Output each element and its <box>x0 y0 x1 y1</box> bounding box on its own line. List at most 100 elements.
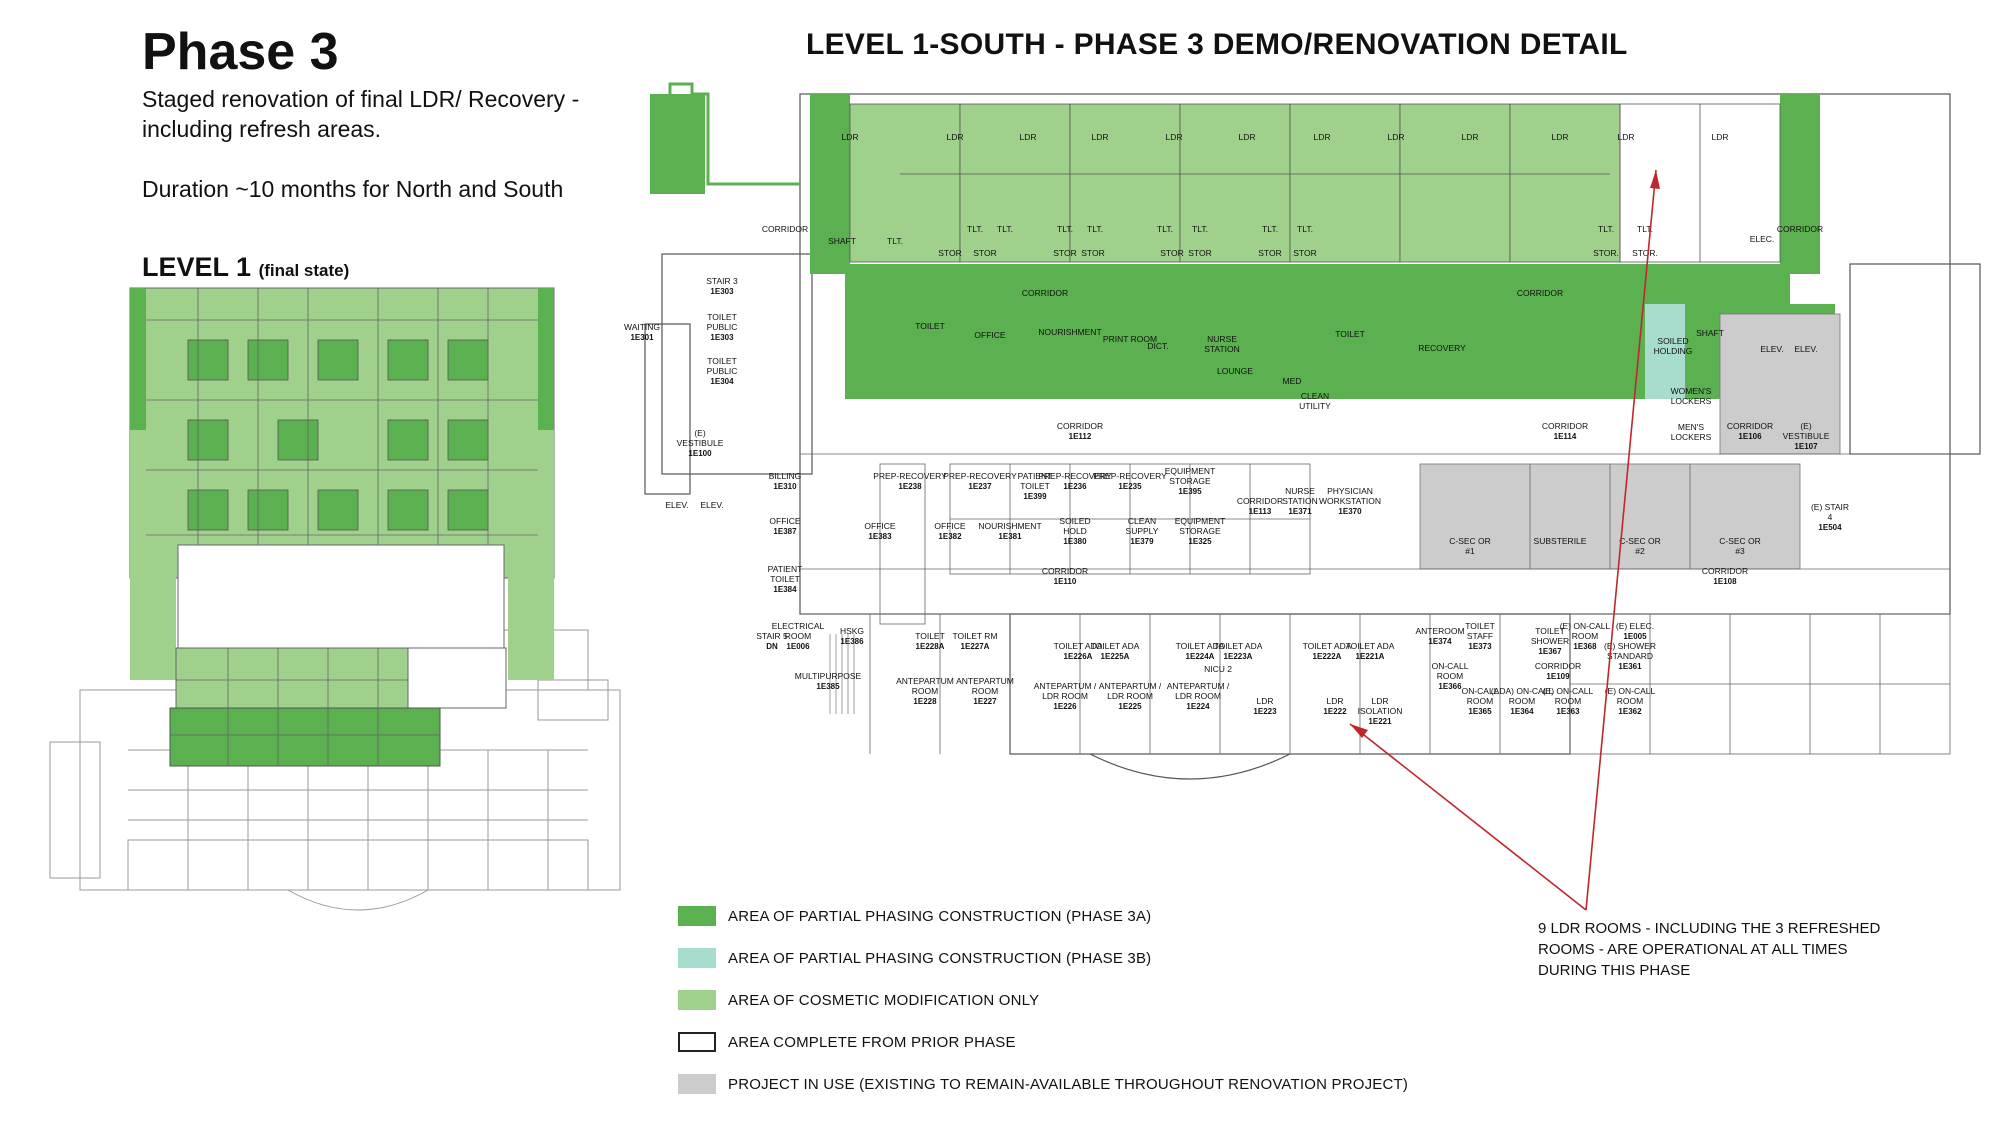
room-shaft-e: SHAFT <box>1696 328 1724 338</box>
room-number: 1E382 <box>938 532 962 541</box>
ldr-operational-note: 9 LDR ROOMS - INCLUDING THE 3 REFRESHED … <box>1538 920 1881 979</box>
legend-swatch-phase3b <box>678 948 716 968</box>
room-corridor-mid-n2: CORRIDOR <box>1517 288 1563 298</box>
room-number: 1E325 <box>1188 537 1212 546</box>
room-stor-c: STOR <box>1053 248 1076 258</box>
room-label: PUBLIC <box>707 322 738 332</box>
room-label: 4 <box>1828 512 1833 522</box>
room-corridor-ne: CORRIDOR <box>1777 224 1823 234</box>
legend-swatch-phase3a <box>678 906 716 926</box>
room-label: TOILET ADA <box>1303 641 1352 651</box>
legend-label: AREA OF PARTIAL PHASING CONSTRUCTION (PH… <box>728 949 1152 967</box>
legend-item-phase3a: AREA OF PARTIAL PHASING CONSTRUCTION (PH… <box>678 904 1151 928</box>
room-tlt-h: TLT. <box>1262 224 1278 234</box>
room-ldr-7: LDR <box>1313 132 1330 142</box>
room-ldr-8: LDR <box>1387 132 1404 142</box>
room-label: LDR ROOM <box>1175 691 1221 701</box>
room-number: 1E371 <box>1288 507 1312 516</box>
room-label: ELEV. <box>665 500 688 510</box>
room-label: ON-CALL <box>1432 661 1469 671</box>
room-label: ISOLATION <box>1358 706 1403 716</box>
room-label: STAFF <box>1467 631 1493 641</box>
room-label: PATIENT <box>1018 471 1053 481</box>
room-label: CORRIDOR <box>1535 661 1581 671</box>
room-label: LDR <box>1165 132 1182 142</box>
room-label: TLT. <box>1192 224 1208 234</box>
room-label: ANTEROOM <box>1415 626 1464 636</box>
room-label: TLT. <box>1157 224 1173 234</box>
room-number: 1E225 <box>1118 702 1142 711</box>
room-ldr-12: LDR <box>1711 132 1728 142</box>
room-elec-1e005: (E) ELEC.1E005 <box>1616 621 1654 641</box>
room-label: ANTEPARTUM / <box>1167 681 1230 691</box>
room-ldr-5: LDR <box>1165 132 1182 142</box>
room-label: TOILET ADA <box>1214 641 1263 651</box>
room-label: LDR <box>1371 696 1388 706</box>
room-label: ROOM <box>1572 631 1598 641</box>
room-number: 1E303 <box>710 287 734 296</box>
room-number: 1E364 <box>1510 707 1534 716</box>
room-label: CORRIDOR <box>1542 421 1588 431</box>
room-label: STOR <box>1258 248 1281 258</box>
room-label: HOLDING <box>1654 346 1693 356</box>
room-ldr-2: LDR <box>946 132 963 142</box>
room-label: NOURISHMENT <box>1038 327 1101 337</box>
room-label: ROOM <box>972 686 998 696</box>
room-label: VESTIBULE <box>677 438 724 448</box>
room-med: MED <box>1283 376 1302 386</box>
room-label: CLEAN <box>1301 391 1329 401</box>
room-elev-w2: ELEV. <box>700 500 723 510</box>
room-label: STOR <box>1160 248 1183 258</box>
legend-item-complete: AREA COMPLETE FROM PRIOR PHASE <box>678 1030 1016 1054</box>
room-elev-e2: ELEV. <box>1794 344 1817 354</box>
room-stor-f: STOR <box>1188 248 1211 258</box>
room-label: BILLING <box>769 471 802 481</box>
room-stor-b: STOR <box>973 248 996 258</box>
legend-swatch-complete <box>678 1032 716 1052</box>
room-label: STOR <box>973 248 996 258</box>
room-label: NURSE <box>1285 486 1315 496</box>
room-csec-or1: C-SEC OR#1 <box>1449 536 1491 556</box>
room-label: MEN'S <box>1678 422 1705 432</box>
room-number: 1E370 <box>1338 507 1362 516</box>
room-label: CLEAN <box>1128 516 1156 526</box>
legend-swatch-cosmetic <box>678 990 716 1010</box>
room-label: SHAFT <box>1696 328 1724 338</box>
room-label: TOILET <box>1020 481 1050 491</box>
room-stor-h: STOR <box>1293 248 1316 258</box>
room-label: ELEV. <box>1760 344 1783 354</box>
room-label: PHYSICIAN <box>1327 486 1373 496</box>
room-number: 1E228A <box>916 642 945 651</box>
room-label: LDR <box>1256 696 1273 706</box>
room-label: C-SEC OR <box>1449 536 1491 546</box>
room-number: 1E310 <box>773 482 797 491</box>
room-label: LDR <box>1019 132 1036 142</box>
room-label: ROOM <box>1467 696 1493 706</box>
room-recovery: RECOVERY <box>1418 343 1466 353</box>
room-number: 1E222A <box>1313 652 1342 661</box>
room-label: LDR <box>1387 132 1404 142</box>
room-label: VESTIBULE <box>1783 431 1830 441</box>
room-elec-n: ELEC. <box>1750 234 1775 244</box>
